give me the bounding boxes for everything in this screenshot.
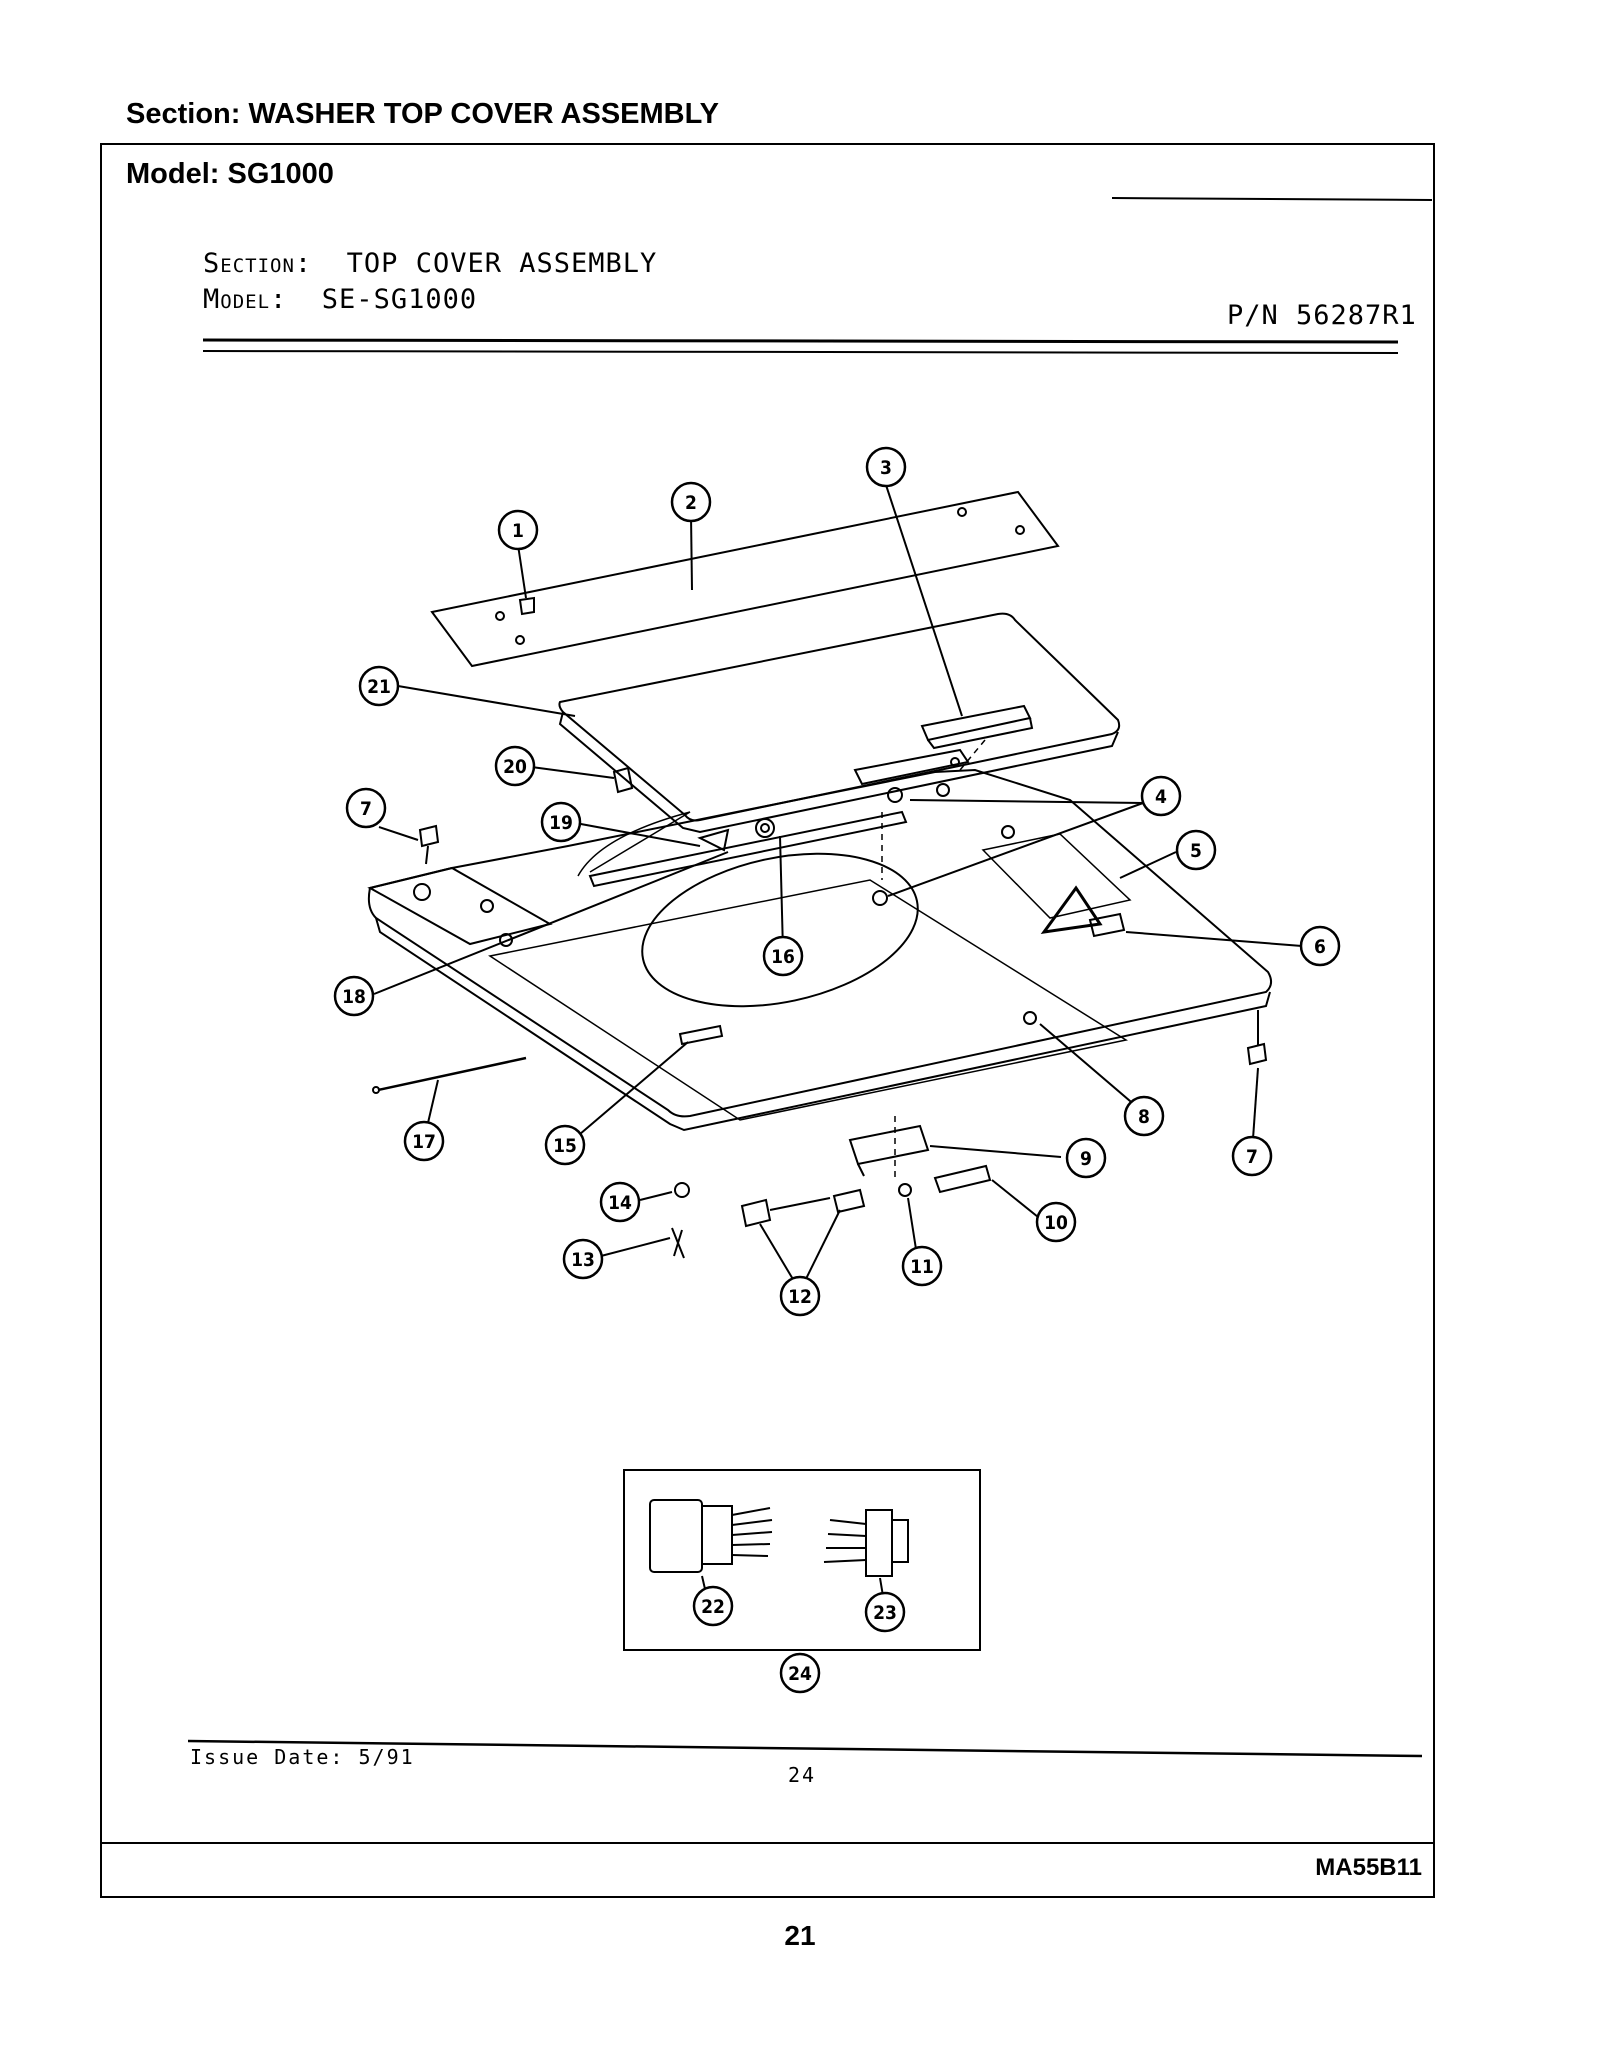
callout-label: 18	[342, 986, 366, 1008]
callout-label: 12	[788, 1286, 812, 1308]
callout-label: 15	[553, 1135, 577, 1157]
callout-label: 8	[1138, 1106, 1150, 1128]
callout-14	[599, 1181, 641, 1223]
model-heading: Model: SG1000	[126, 158, 334, 190]
scan-section-prefix: Section:	[203, 248, 313, 279]
callout-5	[1175, 829, 1217, 871]
callout-19	[540, 801, 582, 843]
callout-20	[494, 745, 536, 787]
scan-part-number: P/N 56287R1	[1227, 300, 1417, 331]
scan-section-title: TOP COVER ASSEMBLY	[346, 248, 658, 279]
callout-label: 1	[512, 520, 524, 542]
callout-2	[670, 481, 712, 523]
scan-section-line: Section: TOP COVER ASSEMBLY	[203, 248, 657, 279]
callout-label: 5	[1190, 840, 1202, 862]
callout-label: 24	[788, 1663, 812, 1685]
callout-3	[865, 446, 907, 488]
top-strip-part	[430, 490, 1060, 668]
callout-11	[901, 1245, 943, 1287]
callout-label: 21	[367, 676, 391, 698]
callout-label: 14	[608, 1192, 632, 1214]
callout-16	[762, 935, 804, 977]
callout-7b	[1231, 1135, 1273, 1177]
scan-model-prefix: Model:	[203, 284, 288, 315]
connector-inset-box	[623, 1469, 981, 1651]
callout-8	[1123, 1095, 1165, 1137]
callout-label: 19	[549, 812, 573, 834]
frame-divider	[100, 1842, 1435, 1844]
callout-label: 17	[412, 1131, 436, 1153]
scan-model-value: SE-SG1000	[321, 284, 478, 315]
callout-15	[544, 1124, 586, 1166]
callout-13	[562, 1238, 604, 1280]
callout-24	[779, 1652, 821, 1694]
callout-23	[864, 1591, 906, 1633]
doc-code: MA55B11	[1315, 1854, 1422, 1881]
top-cover-part	[367, 768, 1272, 1118]
callout-4	[1140, 775, 1182, 817]
scan-model-line: Model: SE-SG1000	[203, 284, 477, 315]
callout-label: 3	[880, 457, 892, 479]
screw-left	[418, 824, 440, 865]
callout-labels: 1 2 3 4 5 6 7 7 8 9 10 11 12 13 14 15 16…	[342, 457, 1326, 1685]
callout-label: 7	[360, 798, 372, 820]
callout-label: 23	[873, 1602, 897, 1624]
callout-circles	[333, 446, 1341, 1694]
callout-label: 6	[1314, 936, 1326, 958]
callout-label: 20	[503, 756, 527, 778]
callout-label: 9	[1080, 1148, 1092, 1170]
screw-right	[1246, 1010, 1268, 1066]
document-frame	[100, 143, 1435, 1898]
callout-6	[1299, 925, 1341, 967]
scan-page-number: 24	[788, 1763, 817, 1787]
callout-17	[403, 1120, 445, 1162]
lid-part	[558, 612, 1121, 822]
callout-10	[1035, 1201, 1077, 1243]
callout-label: 16	[771, 946, 795, 968]
callout-12	[779, 1275, 821, 1317]
callout-label: 10	[1044, 1212, 1068, 1234]
callout-1	[497, 509, 539, 551]
callout-label: 13	[571, 1249, 595, 1271]
callout-7a	[345, 787, 387, 829]
scan-issue-date: Issue Date: 5/91	[190, 1745, 415, 1769]
callout-21	[358, 665, 400, 707]
page-number: 21	[784, 1920, 816, 1951]
callout-18	[333, 975, 375, 1017]
callout-label: 4	[1155, 786, 1167, 808]
callout-label: 11	[910, 1256, 934, 1278]
callout-label: 22	[701, 1596, 725, 1618]
callout-label: 2	[685, 492, 697, 514]
section-heading: Section: WASHER TOP COVER ASSEMBLY	[126, 98, 719, 130]
callout-label: 7	[1246, 1146, 1258, 1168]
callout-22	[692, 1585, 734, 1627]
callout-9	[1065, 1137, 1107, 1179]
